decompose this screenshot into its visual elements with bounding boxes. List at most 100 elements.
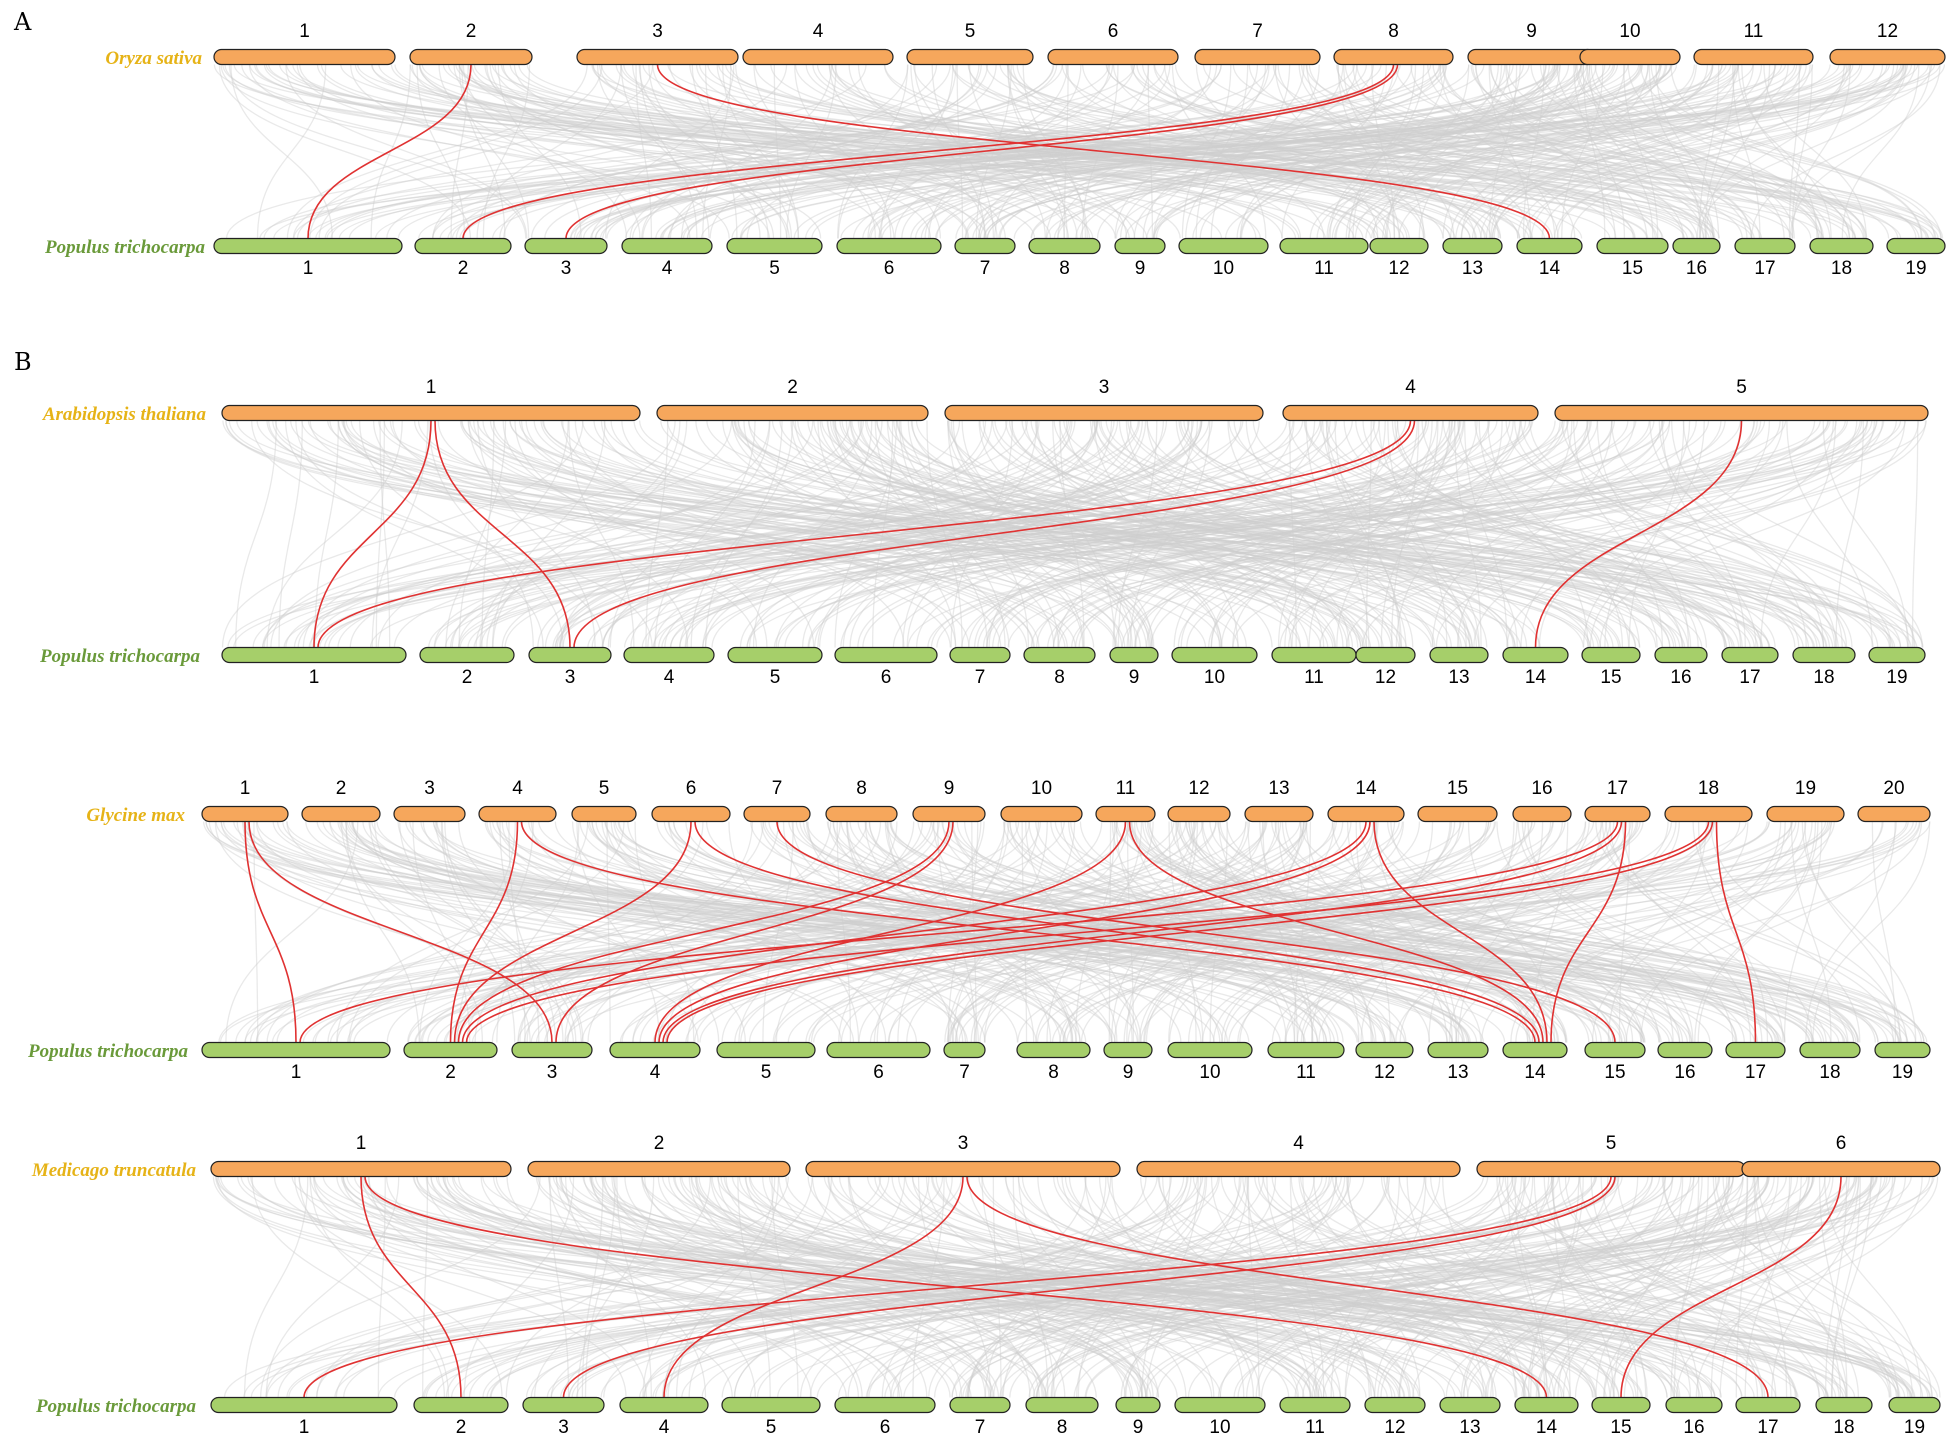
background-link bbox=[352, 821, 1087, 1043]
background-link bbox=[620, 64, 1521, 239]
background-link bbox=[208, 821, 968, 1043]
background-link bbox=[1142, 64, 1698, 239]
background-link bbox=[501, 420, 1141, 648]
background-link bbox=[1623, 64, 1659, 239]
background-link bbox=[623, 64, 1533, 239]
background-link bbox=[1390, 420, 1420, 648]
background-link bbox=[233, 821, 1846, 1043]
background-link bbox=[885, 821, 1879, 1043]
background-link bbox=[418, 64, 1117, 239]
bottom-chromosome-bar bbox=[1514, 1396, 1579, 1414]
background-link bbox=[458, 420, 507, 648]
background-link bbox=[1496, 821, 1694, 1043]
background-link bbox=[1441, 64, 1714, 239]
background-link bbox=[884, 821, 1074, 1043]
background-link bbox=[492, 1176, 1222, 1398]
background-link bbox=[927, 420, 1861, 648]
background-link bbox=[1763, 64, 1867, 239]
background-link bbox=[1202, 821, 1614, 1043]
background-link bbox=[591, 64, 1166, 239]
background-link bbox=[1640, 821, 1786, 1043]
background-link bbox=[500, 64, 1376, 239]
background-link bbox=[1510, 821, 1813, 1043]
panel-letter: B bbox=[14, 348, 32, 376]
background-link bbox=[555, 1176, 1777, 1398]
background-link bbox=[948, 420, 1394, 648]
background-link bbox=[846, 821, 1052, 1043]
background-link bbox=[491, 821, 1810, 1043]
background-link bbox=[977, 420, 1592, 648]
bottom-chromosome-bar bbox=[1792, 646, 1856, 664]
background-link bbox=[1582, 64, 1606, 239]
bottom-chromosome-bar bbox=[1815, 1396, 1873, 1414]
background-link bbox=[1152, 64, 1344, 239]
background-link bbox=[1564, 1176, 1764, 1398]
background-link bbox=[1539, 64, 1850, 239]
background-link bbox=[1628, 420, 1685, 648]
background-link bbox=[286, 1176, 1513, 1398]
background-link bbox=[1186, 420, 1684, 648]
background-link bbox=[1141, 1176, 1199, 1398]
background-link bbox=[720, 1176, 1597, 1398]
background-link bbox=[1126, 821, 1199, 1043]
background-link bbox=[1106, 64, 1857, 239]
background-link bbox=[1783, 821, 1823, 1043]
background-link bbox=[288, 1176, 1700, 1398]
bottom-chromosome-label: 10 bbox=[1199, 1062, 1220, 1083]
background-link bbox=[433, 420, 1098, 648]
background-link bbox=[250, 1176, 1808, 1398]
background-link bbox=[559, 420, 1099, 648]
bottom-chromosome-bar bbox=[1874, 1041, 1931, 1059]
background-link bbox=[477, 420, 596, 648]
background-link bbox=[482, 64, 531, 239]
background-link bbox=[374, 821, 582, 1043]
top-chromosome-bar bbox=[1282, 404, 1539, 422]
background-link bbox=[1590, 1176, 1700, 1398]
background-link bbox=[444, 1176, 1036, 1398]
background-link bbox=[949, 821, 1396, 1043]
background-link bbox=[1309, 64, 1696, 239]
background-link bbox=[874, 420, 988, 648]
background-link bbox=[270, 420, 676, 648]
background-link bbox=[1486, 1176, 1728, 1398]
background-link bbox=[468, 64, 970, 239]
bottom-species-label: Populus trichocarpa bbox=[39, 646, 200, 667]
background-link bbox=[1285, 821, 1681, 1043]
background-link bbox=[1212, 821, 1587, 1043]
background-link bbox=[1181, 64, 1232, 239]
background-link bbox=[1110, 821, 1196, 1043]
background-link bbox=[438, 64, 628, 239]
background-link bbox=[1331, 1176, 1796, 1398]
background-link bbox=[615, 64, 1471, 239]
background-link bbox=[505, 1176, 711, 1398]
background-link bbox=[419, 64, 1052, 239]
background-link bbox=[958, 1176, 1848, 1398]
background-link bbox=[455, 64, 1715, 239]
background-link bbox=[456, 821, 534, 1043]
background-link bbox=[799, 1176, 1188, 1398]
background-link bbox=[244, 821, 1020, 1043]
background-link bbox=[958, 821, 1632, 1043]
background-link bbox=[1472, 64, 1820, 239]
background-link bbox=[227, 420, 1531, 648]
background-link bbox=[951, 1176, 1734, 1398]
background-link bbox=[1337, 64, 1500, 239]
background-link bbox=[294, 1176, 627, 1398]
background-link bbox=[983, 64, 1850, 239]
background-link bbox=[1114, 64, 1267, 239]
background-link bbox=[731, 420, 1602, 648]
background-link bbox=[1331, 821, 1644, 1043]
background-link bbox=[469, 420, 1686, 648]
top-chromosome-label: 18 bbox=[1698, 778, 1719, 799]
background-link bbox=[378, 64, 1710, 239]
background-link bbox=[1453, 420, 1482, 648]
background-link bbox=[794, 64, 892, 239]
background-link bbox=[777, 1176, 1878, 1398]
background-link bbox=[832, 420, 1894, 648]
background-link bbox=[762, 821, 794, 1043]
background-link bbox=[496, 821, 580, 1043]
background-link bbox=[1118, 420, 1460, 648]
background-link bbox=[734, 420, 1392, 648]
background-link bbox=[1274, 821, 1643, 1043]
